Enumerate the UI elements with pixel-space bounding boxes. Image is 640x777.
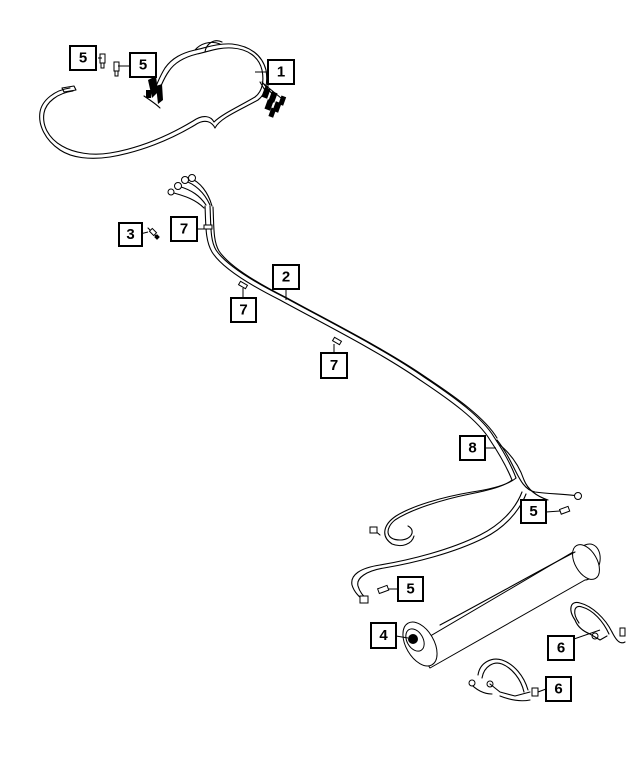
callout-label: 7 (239, 302, 247, 319)
callout-label: 5 (79, 50, 87, 67)
callout-3: 3 (118, 222, 143, 247)
callout-5-lower: 5 (397, 576, 424, 602)
callout-7-top: 7 (170, 216, 198, 242)
connector-pin-icon (99, 53, 106, 69)
callout-6-lower: 6 (545, 676, 572, 702)
strap-part-6-upper (570, 601, 626, 644)
callout-label: 2 (282, 269, 290, 286)
callout-label: 7 (180, 221, 188, 238)
callout-label: 1 (277, 64, 285, 81)
connector-pin-icon (376, 584, 390, 595)
callout-8: 8 (459, 435, 486, 461)
callout-7-middle: 7 (230, 297, 257, 323)
callout-7-lower: 7 (320, 352, 348, 379)
callout-label: 7 (330, 357, 338, 374)
callout-5-upper-left: 5 (69, 45, 97, 71)
connector-part-3 (147, 227, 160, 240)
callout-5-upper-right: 5 (129, 52, 157, 78)
callout-label: 5 (529, 503, 537, 520)
callout-label: 3 (126, 226, 134, 243)
connector-pin-icon (113, 61, 120, 77)
connector-pin-icon (558, 505, 571, 515)
callout-label: 6 (554, 681, 562, 698)
callout-2: 2 (272, 264, 300, 290)
callout-label: 5 (406, 581, 414, 598)
callout-label: 6 (557, 640, 565, 657)
callout-4: 4 (370, 622, 397, 649)
callout-5-middle: 5 (520, 499, 547, 524)
callout-label: 5 (139, 57, 147, 74)
wiring-harness-main (167, 174, 582, 604)
callout-label: 8 (468, 440, 476, 457)
callout-6-upper: 6 (547, 635, 575, 661)
callout-1: 1 (267, 59, 295, 85)
wiring-harness-upper (39, 40, 287, 159)
callout-label: 4 (379, 627, 388, 644)
cylinder-part-4 (402, 543, 601, 669)
strap-part-6-lower (468, 658, 539, 702)
